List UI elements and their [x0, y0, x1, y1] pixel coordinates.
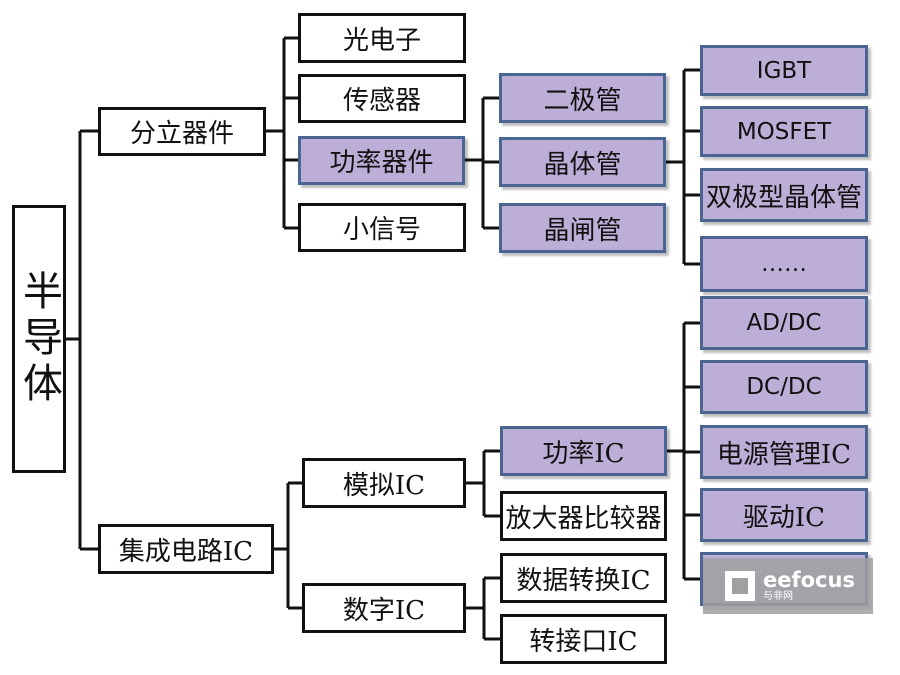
power-devices-node: 功率器件 [298, 136, 465, 185]
sensor-node: 传感器 [298, 74, 466, 123]
ellipsis-node: …… [700, 236, 868, 292]
amplifier-comparator-node: 放大器比较器 [500, 491, 667, 541]
igbt-node: IGBT [700, 45, 868, 96]
root-node: 半导体 [12, 205, 66, 473]
watermark-sub: 与非网 [763, 591, 793, 602]
small-signal-node: 小信号 [298, 203, 466, 252]
digital-ic-node: 数字IC [302, 583, 466, 633]
watermark-brand: eefocus [763, 568, 855, 592]
integrated-circuit-node: 集成电路IC [98, 524, 274, 574]
optoelectronics-node: 光电子 [298, 13, 466, 63]
power-management-ic-node: 电源管理IC [700, 425, 868, 479]
power-ic-node: 功率IC [500, 426, 667, 476]
mosfet-node: MOSFET [700, 106, 868, 157]
data-converter-ic-node: 数据转换IC [500, 553, 667, 603]
analog-ic-node: 模拟IC [302, 458, 466, 508]
eefocus-watermark: eefocus 与非网 [703, 558, 873, 614]
diode-node: 二极管 [499, 73, 666, 123]
discrete-devices-node: 分立器件 [98, 107, 266, 156]
bipolar-transistor-node: 双极型晶体管 [700, 168, 868, 222]
driver-ic-node: 驱动IC [700, 488, 868, 542]
interface-ic-node: 转接口IC [500, 614, 667, 664]
thyristor-node: 晶闸管 [499, 203, 666, 253]
ac-dc-node: AD/DC [700, 296, 868, 350]
transistor-node: 晶体管 [499, 137, 666, 187]
eefocus-logo-icon [725, 571, 755, 601]
dc-dc-node: DC/DC [700, 360, 868, 414]
